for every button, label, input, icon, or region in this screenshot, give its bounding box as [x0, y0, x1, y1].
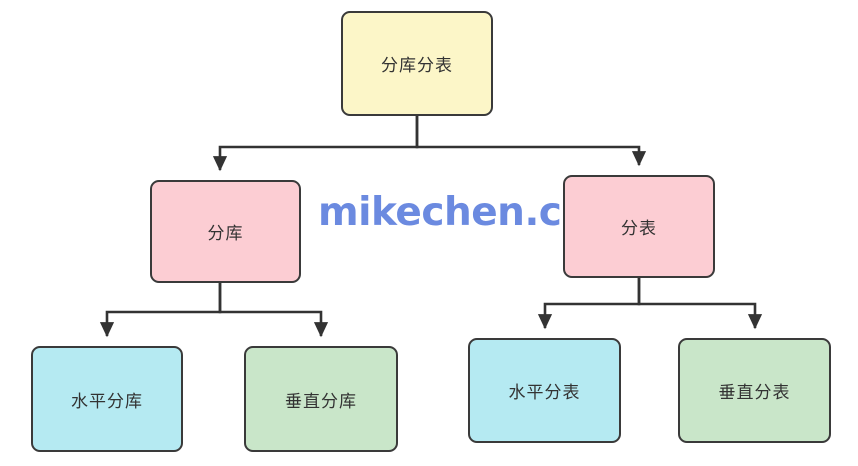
node-fenbiao[interactable]: 分表 [563, 175, 715, 278]
edge-db-to-hdb [99, 283, 222, 338]
node-fenbiao-label: 分表 [621, 219, 657, 239]
node-fenku-label: 分库 [207, 224, 244, 244]
node-fenku[interactable]: 分库 [150, 180, 301, 283]
node-root-label: 分库分表 [381, 56, 453, 76]
edge-root-to-db [212, 116, 419, 172]
node-vertical-fenbiao-label: 垂直分表 [718, 383, 791, 403]
edge-db-to-vdb [218, 283, 329, 338]
node-horizontal-fenku[interactable]: 水平分库 [31, 346, 183, 452]
edge-root-to-tbl [415, 116, 647, 167]
node-horizontal-fenbiao[interactable]: 水平分表 [468, 338, 621, 443]
watermark-text: mikechen.cc [318, 190, 563, 235]
node-vertical-fenku-label: 垂直分库 [285, 391, 357, 412]
edge-tbl-to-htbl [537, 278, 641, 330]
node-horizontal-fenbiao-label: 水平分表 [508, 383, 581, 403]
node-root[interactable]: 分库分表 [341, 11, 493, 116]
node-vertical-fenbiao[interactable]: 垂直分表 [678, 338, 831, 443]
node-horizontal-fenku-label: 水平分库 [71, 391, 143, 412]
node-vertical-fenku[interactable]: 垂直分库 [244, 346, 398, 452]
edge-tbl-to-vtbl [637, 278, 763, 330]
